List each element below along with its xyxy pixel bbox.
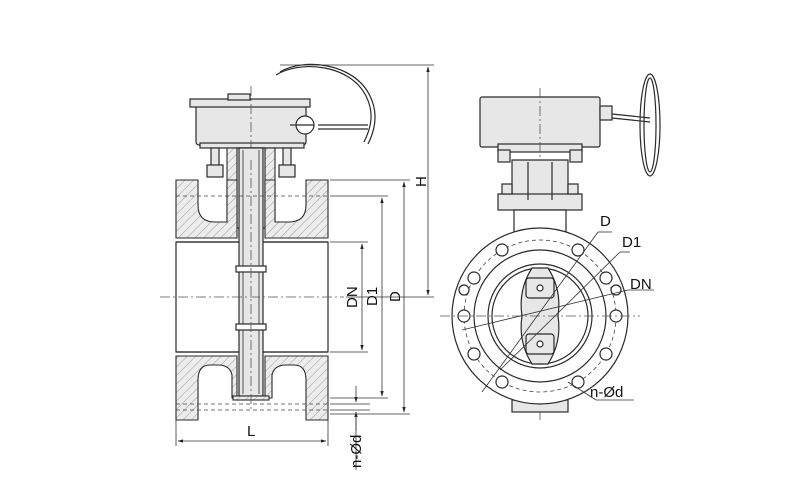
dn-front-label: DN — [630, 276, 652, 293]
dimension-bolt-side: n-Ød — [330, 386, 370, 470]
front-neck — [497, 159, 583, 233]
d-side-label: D — [387, 291, 404, 302]
bolt-holes — [457, 243, 623, 389]
bolt-front-label: n-Ød — [590, 384, 623, 401]
d1-side-label: D1 — [364, 287, 381, 306]
d-front-label: D — [600, 213, 611, 230]
dimension-h: H — [280, 64, 434, 298]
front-view: D D1 DN n-Ød — [440, 73, 661, 420]
gearbox — [189, 86, 311, 160]
valve-body-upper — [175, 179, 329, 239]
front-leaders — [461, 231, 654, 401]
handwheel-front — [611, 73, 661, 177]
length-label: L — [247, 423, 255, 440]
d1-front-label: D1 — [622, 234, 641, 251]
bolt-side-label: n-Ød — [348, 435, 365, 468]
mounting-studs — [206, 147, 296, 178]
height-label: H — [413, 176, 430, 187]
side-section-view: L n-Ød DN D1 D — [160, 63, 434, 470]
dimension-l: L — [175, 420, 329, 446]
